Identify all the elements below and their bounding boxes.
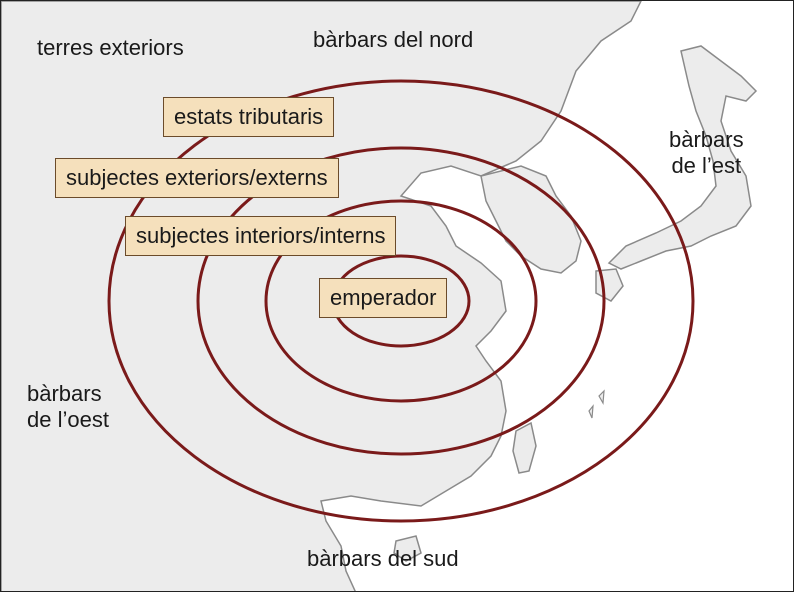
label-outer-lands: terres exteriors (37, 35, 184, 60)
label-west-barbarians: bàrbars de l’oest (27, 381, 109, 432)
taiwan-island (512, 421, 537, 474)
label-east-barbarians: bàrbars de l’est (669, 127, 744, 178)
label-north-barbarians: bàrbars del nord (313, 27, 474, 52)
tier-rings (107, 79, 695, 523)
tier-outer-subjects: subjectes exteriors/externs (55, 158, 339, 198)
tier-inner-subjects: subjectes interiors/interns (125, 216, 397, 256)
ring-third (196, 146, 606, 456)
japan-islands (607, 45, 758, 270)
hainan-island (393, 535, 422, 562)
ring-outer (107, 79, 695, 523)
label-south-barbarians: bàrbars del sud (307, 546, 459, 571)
small-islands (588, 389, 605, 419)
tier-tributary-states: estats tributaris (163, 97, 335, 137)
korean-peninsula (480, 165, 582, 274)
tier-emperor: emperador (319, 278, 448, 318)
ring-second (264, 199, 538, 403)
